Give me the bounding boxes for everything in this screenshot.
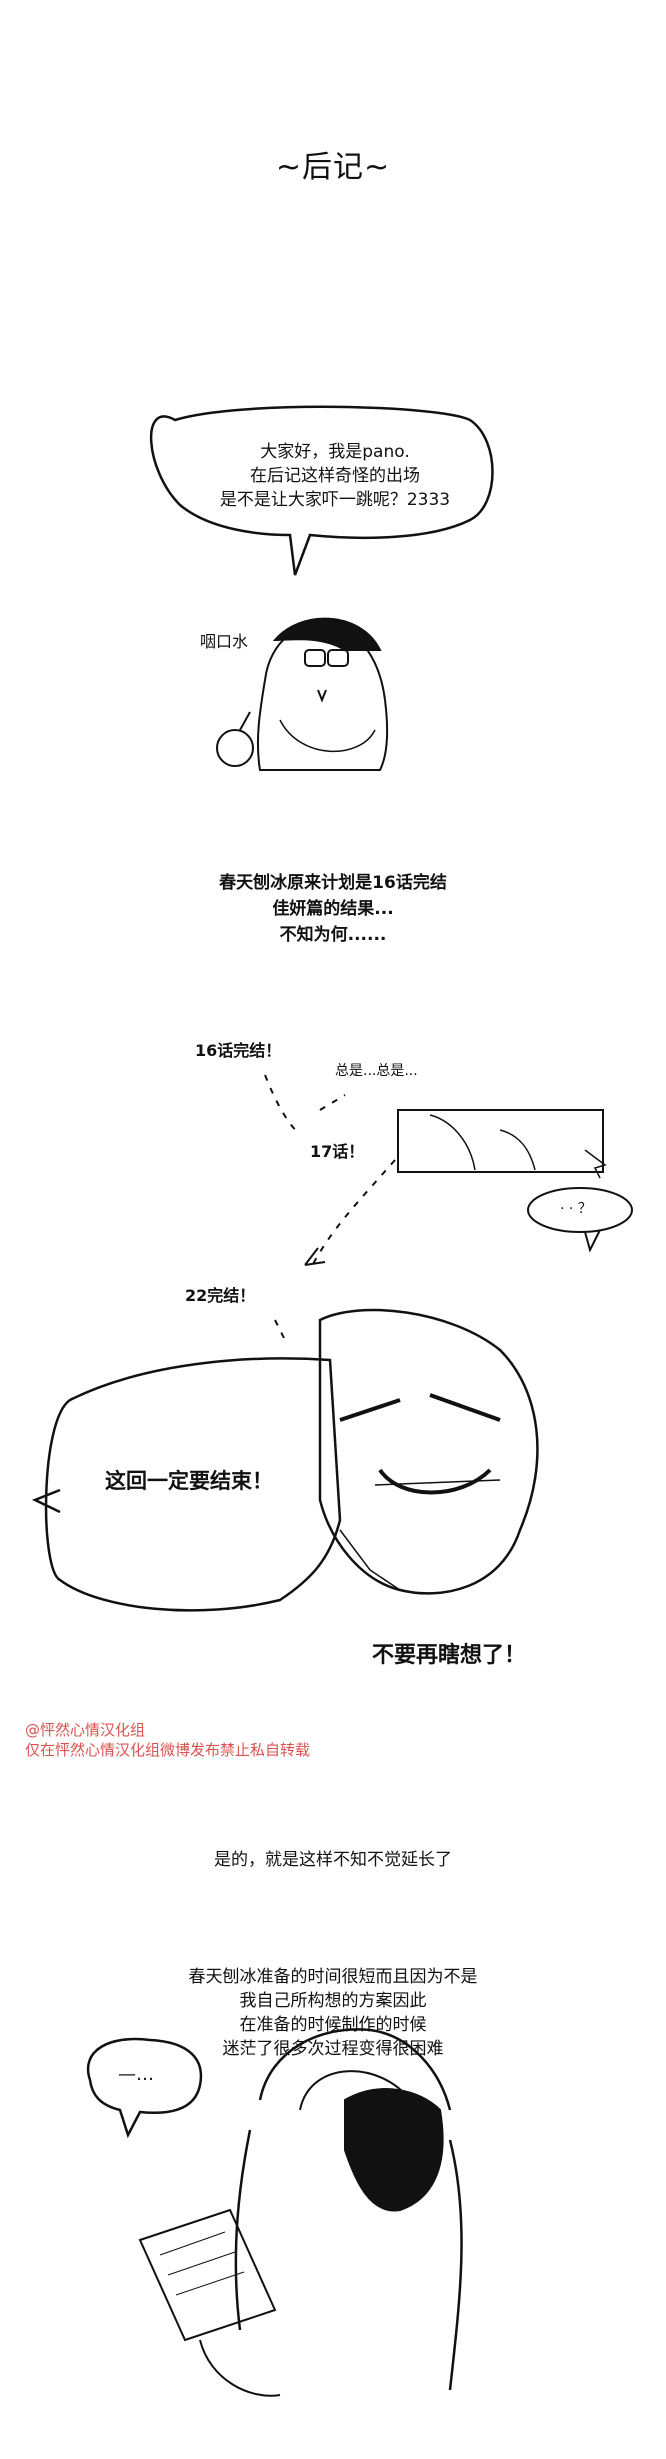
chipmunk-character (216, 617, 389, 771)
prep-line-1: 春天刨冰准备的时间很短而且因为不是 (188, 1967, 478, 1987)
shout-must-end: 这回一定要结束！ (105, 1469, 273, 1493)
intro-line-2: 在后记这样奇怪的出场 (250, 466, 420, 486)
prep-text: 春天刨冰准备的时间很短而且因为不是 我自己所构想的方案因此 在准备的时候制作的时… (0, 1965, 666, 2061)
plan-line-3: 不知为何...... (279, 925, 387, 945)
extend-text: 是的，就是这样不知不觉延长了 (214, 1850, 452, 1870)
reading-character (138, 2028, 463, 2397)
plan-line-1: 春天刨冰原来计划是16话完结 (219, 873, 447, 893)
plan-text: 春天刨冰原来计划是16话完结 佳妍篇的结果... 不知为何...... (0, 870, 666, 948)
timeline-ep16: 16话完结！ (195, 1041, 282, 1060)
page-title: ~后记~ (275, 150, 391, 185)
timeline-dashes (264, 1074, 396, 1341)
timeline-ep17: 17话！ (310, 1142, 365, 1161)
credit-line-2: 仅在怦然心情汉化组微博发布禁止私自转载 (25, 1741, 311, 1759)
shout-no-more: 不要再瞎想了！ (372, 1643, 527, 1668)
intro-bubble-text: 大家好，我是pano. 在后记这样奇怪的出场 是不是让大家吓一跳呢？2333 (170, 440, 500, 512)
plan-line-2: 佳妍篇的结果... (272, 899, 394, 919)
angry-face (318, 1308, 539, 1595)
prep-line-4: 迷茫了很多次过程变得很困难 (222, 2039, 444, 2059)
intro-line-3: 是不是让大家吓一跳呢？2333 (219, 490, 451, 510)
prep-line-3: 在准备的时候制作的时候 (239, 2015, 427, 2035)
final-bubble-text: —… (118, 2064, 154, 2085)
timeline-ep22: 22完结！ (185, 1286, 256, 1305)
credit-line-1: @怦然心情汉化组 (25, 1721, 146, 1739)
timeline-question: · · ？ (560, 1201, 592, 1217)
intro-line-1: 大家好，我是pano. (260, 442, 410, 462)
gulp-note: 咽口水 (200, 632, 249, 651)
question-bubble (527, 1187, 633, 1253)
shout-speech-bubble (31, 1357, 342, 1612)
credits: @怦然心情汉化组 仅在怦然心情汉化组微博发布禁止私自转载 (25, 1720, 310, 1760)
timeline-always: 总是...总是... (335, 1063, 418, 1079)
prep-line-2: 我自己所构想的方案因此 (239, 1991, 427, 2011)
final-speech-bubble (86, 2037, 203, 2139)
episode17-panel (397, 1109, 607, 1179)
intro-speech-bubble (149, 405, 494, 576)
